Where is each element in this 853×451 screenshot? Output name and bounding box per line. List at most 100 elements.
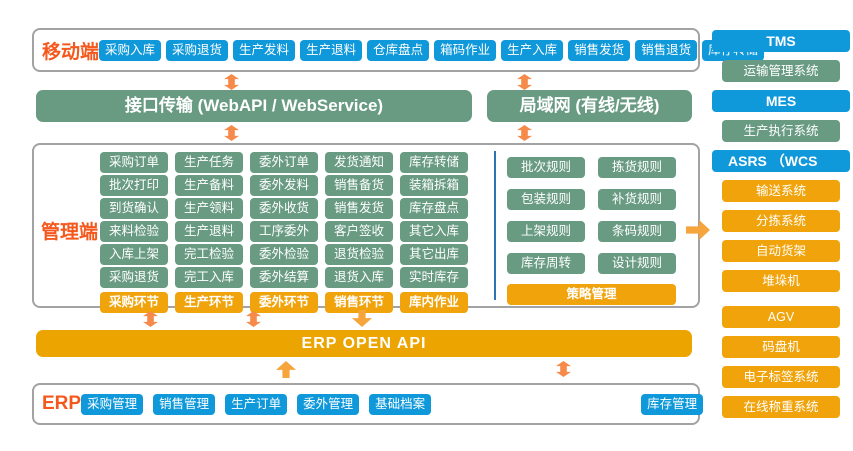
sidebar-item: AGV (722, 306, 840, 328)
erp-open-api-bar: ERP OPEN API (36, 330, 692, 357)
erp-item: 采购管理 (81, 393, 144, 415)
rule-item: 包装规则 (507, 189, 585, 210)
purchase-column: 采购订单 批次打印 到货确认 来料检验 入库上架 采购退货 采购环节 (100, 152, 168, 313)
rule-item: 拣货规则 (598, 157, 676, 178)
updown-arrow-icon (517, 74, 532, 90)
management-item: 采购退货 (100, 267, 168, 288)
warehouse-column: 库存转储 装箱拆箱 库存盘点 其它入库 其它出库 实时库存 库内作业 (400, 152, 468, 313)
updown-arrow-icon (556, 361, 571, 377)
updown-arrow-icon (517, 125, 532, 141)
mobile-item: 销售发货 (568, 39, 631, 61)
management-item: 销售备货 (325, 175, 393, 196)
management-item: 委外结算 (250, 267, 318, 288)
interface-transfer-bar: 接口传输 (WebAPI / WebService) (36, 90, 472, 122)
mobile-item: 箱码作业 (434, 39, 497, 61)
management-item: 入库上架 (100, 244, 168, 265)
sidebar-item: 输送系统 (722, 180, 840, 202)
updown-arrow-icon (224, 125, 239, 141)
management-item: 客户签收 (325, 221, 393, 242)
mobile-item: 销售退货 (635, 39, 698, 61)
lan-bar: 局域网 (有线/无线) (487, 90, 692, 122)
updown-arrow-icon (246, 311, 261, 327)
rule-item: 设计规则 (598, 253, 676, 274)
management-section: 管理端 采购订单 批次打印 到货确认 来料检验 入库上架 采购退货 采购环节 生… (32, 143, 700, 313)
up-arrow-icon (276, 361, 296, 378)
management-item: 生产任务 (175, 152, 243, 173)
management-item: 其它出库 (400, 244, 468, 265)
erp-item: 生产订单 (225, 393, 288, 415)
erp-button-row: 采购管理 销售管理 生产订单 委外管理 基础档案 库存管理 (81, 393, 704, 415)
management-item: 装箱拆箱 (400, 175, 468, 196)
management-item: 到货确认 (100, 198, 168, 219)
management-item: 委外订单 (250, 152, 318, 173)
mobile-item: 生产发料 (233, 39, 296, 61)
rules-divider-line (494, 151, 496, 300)
management-item: 库存转储 (400, 152, 468, 173)
erp-section: ERP 采购管理 销售管理 生产订单 委外管理 基础档案 库存管理 (32, 383, 704, 425)
management-item: 批次打印 (100, 175, 168, 196)
mes-header: MES (712, 90, 850, 112)
rule-item: 库存周转 (507, 253, 585, 274)
management-item: 委外收货 (250, 198, 318, 219)
mobile-section-label: 移动端 (42, 41, 100, 63)
tms-header: TMS (712, 30, 850, 52)
mobile-item: 生产退料 (300, 39, 363, 61)
erp-item: 委外管理 (297, 393, 360, 415)
erp-section-label: ERP (42, 393, 82, 414)
outsourcing-column: 委外订单 委外发料 委外收货 工序委外 委外检验 委外结算 委外环节 (250, 152, 318, 313)
mobile-button-row: 采购入库 采购退货 生产发料 生产退料 仓库盘点 箱码作业 生产入库 销售发货 … (99, 39, 765, 61)
rule-item: 条码规则 (598, 221, 676, 242)
updown-arrow-icon (224, 74, 239, 90)
erp-item: 库存管理 (641, 393, 704, 415)
management-section-label: 管理端 (41, 222, 99, 243)
column-category-label: 委外环节 (250, 292, 318, 313)
mobile-item: 采购入库 (99, 39, 162, 61)
production-column: 生产任务 生产备料 生产领料 生产退料 完工检验 完工入库 生产环节 (175, 152, 243, 313)
external-systems-sidebar: TMS 运输管理系统 MES 生产执行系统 ASRS （WCS 输送系统 分拣系… (712, 30, 850, 418)
strategy-management-label: 策略管理 (507, 284, 676, 305)
erp-item: 基础档案 (369, 393, 432, 415)
sidebar-item: 堆垛机 (722, 270, 840, 292)
sidebar-item: 码盘机 (722, 336, 840, 358)
sidebar-item: 在线称重系统 (722, 396, 840, 418)
management-item: 工序委外 (250, 221, 318, 242)
sidebar-item: 分拣系统 (722, 210, 840, 232)
rule-item: 批次规则 (507, 157, 585, 178)
management-item: 生产领料 (175, 198, 243, 219)
management-item: 其它入库 (400, 221, 468, 242)
column-category-label: 销售环节 (325, 292, 393, 313)
column-category-label: 生产环节 (175, 292, 243, 313)
management-grid: 采购订单 批次打印 到货确认 来料检验 入库上架 采购退货 采购环节 生产任务 … (100, 152, 468, 313)
sidebar-item: 电子标签系统 (722, 366, 840, 388)
sidebar-item: 自动货架 (722, 240, 840, 262)
updown-arrow-icon (143, 311, 158, 327)
management-item: 库存盘点 (400, 198, 468, 219)
asrs-wcs-header: ASRS （WCS (712, 150, 850, 172)
sidebar-item: 运输管理系统 (722, 60, 840, 82)
mobile-section: 移动端 采购入库 采购退货 生产发料 生产退料 仓库盘点 箱码作业 生产入库 销… (32, 28, 765, 72)
management-item: 退货检验 (325, 244, 393, 265)
management-item: 退货入库 (325, 267, 393, 288)
rule-item: 补货规则 (598, 189, 676, 210)
management-item: 完工入库 (175, 267, 243, 288)
management-item: 发货通知 (325, 152, 393, 173)
management-item: 委外发料 (250, 175, 318, 196)
sidebar-item: 生产执行系统 (722, 120, 840, 142)
mobile-item: 仓库盘点 (367, 39, 430, 61)
management-item: 委外检验 (250, 244, 318, 265)
rules-grid: 批次规则 拣货规则 包装规则 补货规则 上架规则 条码规则 库存周转 设计规则 (507, 157, 676, 274)
column-category-label: 采购环节 (100, 292, 168, 313)
management-item: 销售发货 (325, 198, 393, 219)
column-category-label: 库内作业 (400, 292, 468, 313)
sales-column: 发货通知 销售备货 销售发货 客户签收 退货检验 退货入库 销售环节 (325, 152, 393, 313)
management-item: 生产退料 (175, 221, 243, 242)
mobile-item: 采购退货 (166, 39, 229, 61)
management-item: 生产备料 (175, 175, 243, 196)
management-item: 实时库存 (400, 267, 468, 288)
management-item: 完工检验 (175, 244, 243, 265)
rule-item: 上架规则 (507, 221, 585, 242)
mobile-item: 生产入库 (501, 39, 564, 61)
erp-item: 销售管理 (153, 393, 216, 415)
management-item: 采购订单 (100, 152, 168, 173)
